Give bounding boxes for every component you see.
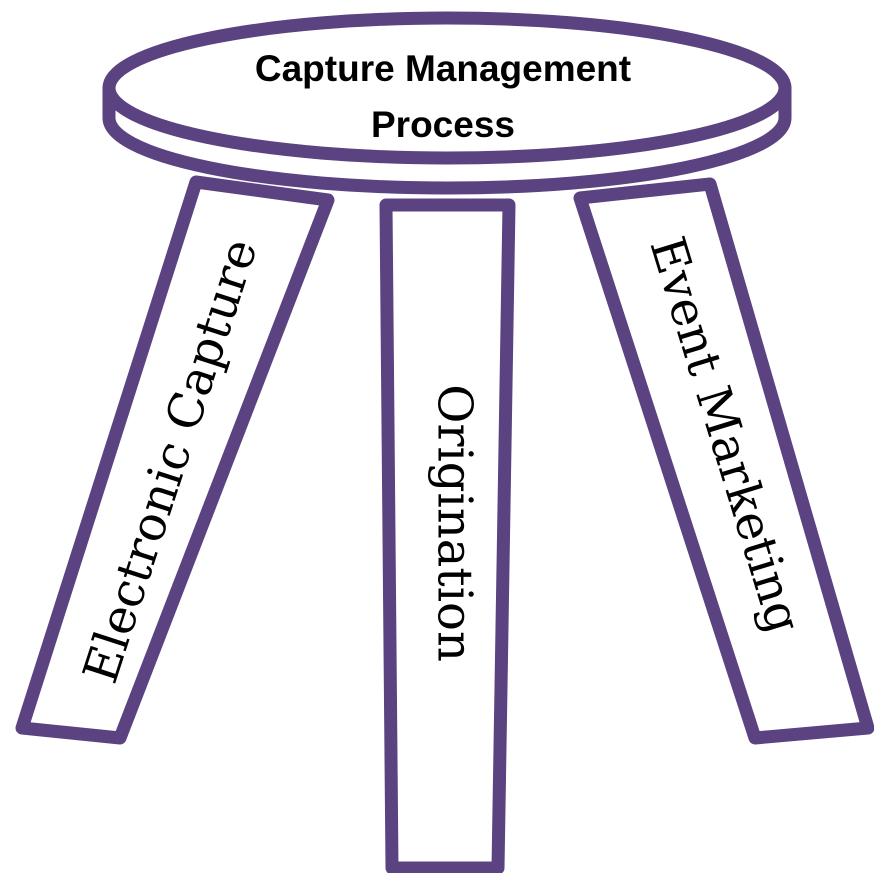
seat-title-line1: Capture Management [255,48,631,89]
seat-top [102,11,792,165]
leg-event-marketing: Event Marketing [573,177,874,745]
leg-middle-label: Origination [427,384,483,662]
leg-origination: Origination [379,198,516,873]
stool-seat: Capture Management Process [102,11,792,195]
leg-right-shape [573,177,874,745]
leg-electronic-capture: Electronic Capture [15,175,335,745]
leg-middle-shape [379,198,516,873]
seat-title-line2: Process [371,104,515,145]
leg-left-shape [15,175,335,745]
